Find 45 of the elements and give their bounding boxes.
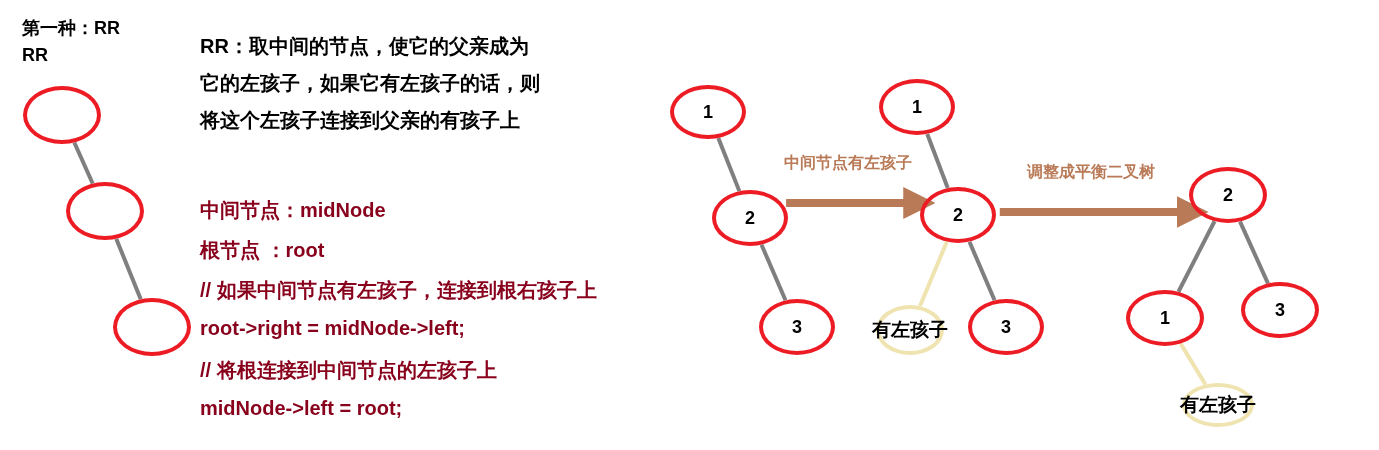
node-label: 3	[1275, 299, 1285, 321]
edge-label: 调整成平衡二叉树	[1027, 162, 1156, 183]
code-text: midNode->left = root;	[200, 397, 403, 420]
tree-node-circle	[66, 182, 144, 240]
tree-branch-line	[1238, 220, 1270, 285]
node-label: 1	[1160, 307, 1170, 329]
heading-text: RR	[22, 45, 48, 66]
node-label: 3	[1001, 316, 1011, 338]
tree-branch-line	[967, 240, 997, 302]
tree-node-circle	[113, 298, 191, 356]
code-text: // 将根连接到中间节点的左孩子上	[200, 358, 497, 383]
child-placeholder-circle	[1182, 383, 1254, 427]
tree-node-circle	[23, 86, 101, 144]
tree-node	[670, 85, 746, 139]
tree-branch-line	[72, 141, 95, 185]
node-label: 有左孩子	[872, 318, 948, 342]
tree-node	[920, 187, 996, 243]
node-label: 3	[792, 316, 802, 338]
tree-node	[1241, 282, 1319, 338]
node-label: 有左孩子	[1180, 393, 1256, 417]
code-text: 中间节点：midNode	[200, 198, 386, 223]
node-label: 1	[703, 101, 713, 123]
tree-branch-line	[1178, 342, 1208, 386]
tree-node	[968, 299, 1044, 355]
node-label: 2	[953, 204, 963, 226]
edge-label: 中间节点有左孩子	[783, 153, 912, 174]
code-text: 根节点 ：root	[200, 238, 325, 263]
description-paragraph: RR：取中间的节点，使它的父亲成为它的左孩子，如果它有左孩子的话，则将这个左孩子连接到父亲的有孩子上	[200, 34, 541, 133]
node-label: 2	[745, 207, 755, 229]
heading-text: 第一种：RR	[22, 17, 120, 40]
code-text: root->right = midNode->left;	[200, 317, 465, 340]
code-text: // 如果中间节点有左孩子，连接到根右孩子上	[200, 278, 597, 303]
tree-branch-line	[925, 133, 950, 189]
tree-node	[879, 79, 955, 135]
tree-node	[1189, 167, 1267, 223]
tree-branch-line	[759, 243, 788, 302]
tree-branch-line	[1176, 220, 1217, 293]
node-label: 1	[912, 96, 922, 118]
tree-branch-line	[114, 238, 143, 300]
tree-node	[1126, 290, 1204, 346]
tree-node	[712, 190, 788, 246]
tree-branch-line	[716, 137, 742, 192]
tree-node	[759, 299, 835, 355]
node-label: 2	[1223, 184, 1233, 206]
tree-branch-line	[918, 241, 949, 307]
